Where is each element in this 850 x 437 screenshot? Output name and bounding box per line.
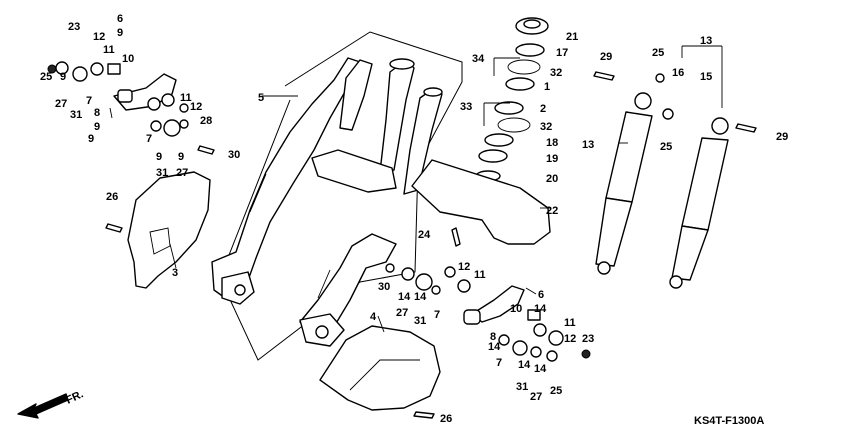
callout-label: 23: [68, 21, 80, 33]
callout-label: 22: [546, 205, 558, 217]
callout-label: 25: [660, 141, 672, 153]
callout-label: 30: [378, 281, 390, 293]
callout-label: 9: [88, 133, 94, 145]
callout-label: 24: [418, 229, 431, 241]
callout-label: 12: [190, 101, 202, 113]
callout-label: 9: [60, 71, 66, 83]
callout-label: 25: [550, 385, 562, 397]
callout-label: 7: [434, 309, 440, 321]
bolts: [105, 71, 757, 419]
callout-label: 19: [546, 153, 558, 165]
callout-label: 9: [94, 121, 100, 133]
callout-label: 28: [200, 115, 212, 127]
callout-label: 4: [370, 311, 377, 323]
left-shock-absorber: [595, 92, 653, 275]
hardware-bottom-right: [385, 263, 591, 362]
callout-label: 27: [55, 98, 67, 110]
callout-label: 14: [518, 359, 531, 371]
callout-label: 8: [490, 331, 496, 343]
callout-label: 25: [652, 47, 664, 59]
callout-label: 29: [776, 131, 788, 143]
direction-label: FR.: [64, 388, 85, 406]
callout-label: 1: [544, 81, 550, 93]
callout-label: 14: [398, 291, 411, 303]
callout-label: 12: [564, 333, 576, 345]
callout-label: 7: [146, 133, 152, 145]
callout-label: 27: [396, 307, 408, 319]
callout-label: 3: [172, 267, 178, 279]
hardware-top-left: [47, 61, 189, 137]
callout-label: 18: [546, 137, 558, 149]
callout-label: 27: [176, 167, 188, 179]
callout-label: 21: [566, 31, 578, 43]
callout-label: 33: [460, 101, 472, 113]
callout-label: 9: [156, 151, 162, 163]
callout-label: 7: [86, 95, 92, 107]
callout-label: 20: [546, 173, 558, 185]
callout-label: 10: [510, 303, 522, 315]
callout-label: 34: [472, 53, 485, 65]
callout-label: 27: [530, 391, 542, 403]
callout-label: 16: [672, 67, 684, 79]
callout-label: 9: [117, 27, 123, 39]
callout-label: 14: [534, 303, 547, 315]
right-shock-absorber: [669, 117, 729, 289]
callout-label: 31: [156, 167, 168, 179]
steering-cover: [411, 159, 551, 245]
diagram-code: KS4T-F1300A: [694, 415, 764, 427]
callout-label: 29: [600, 51, 612, 63]
callout-label: 12: [458, 261, 470, 273]
callout-label: 5: [258, 92, 264, 104]
right-fork-cover: [319, 325, 441, 411]
callout-label: 30: [228, 149, 240, 161]
callout-label: 23: [582, 333, 594, 345]
callout-label: 26: [106, 191, 118, 203]
linkage-arm-bottom: [471, 285, 525, 323]
steering-bearing-stack: [475, 17, 549, 182]
leader-lines: [109, 45, 723, 333]
callout-label: 32: [550, 67, 562, 79]
callout-label: 14: [534, 363, 547, 375]
front-direction-arrow: [17, 393, 69, 419]
callout-label: 31: [414, 315, 426, 327]
callout-label: 31: [516, 381, 528, 393]
callout-label: 2: [540, 103, 546, 115]
callout-label: 17: [556, 47, 568, 59]
callout-label: 12: [93, 31, 105, 43]
callout-label: 15: [700, 71, 712, 83]
callout-label: 13: [700, 35, 712, 47]
callout-label: 14: [488, 341, 501, 353]
callout-label: 14: [414, 291, 427, 303]
callout-label: 25: [40, 71, 52, 83]
callout-label: 6: [538, 289, 544, 301]
callout-label: 31: [70, 109, 82, 121]
callout-label: 11: [564, 317, 576, 329]
callout-label: 9: [178, 151, 184, 163]
callout-label: 32: [540, 121, 552, 133]
callout-label: 26: [440, 413, 452, 425]
callout-label: 11: [180, 92, 192, 104]
callout-label: 8: [94, 107, 100, 119]
callout-label: 13: [582, 139, 594, 151]
callout-label: 11: [103, 44, 115, 56]
callout-label: 10: [122, 53, 134, 65]
fork-assembly-bracket: [219, 31, 463, 361]
front-fork: [211, 57, 443, 347]
callout-label: 6: [117, 13, 123, 25]
callout-label: 7: [496, 357, 502, 369]
left-fork-cover: [127, 171, 211, 289]
callout-label: 11: [474, 269, 486, 281]
